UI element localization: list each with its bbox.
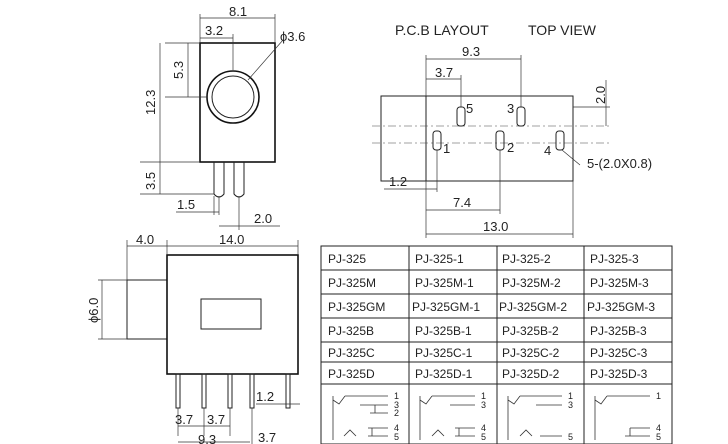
schematic-pin-label: 2 [394,408,399,418]
pcb-pin-label: 2 [507,140,514,155]
table-cell: PJ-325-2 [502,252,551,266]
pcb-slot-5 [456,106,466,127]
dim-body: 14.0 [219,232,244,247]
dim-pcb-pitch-right: 2.0 [593,86,608,104]
pcb-body-outline [425,95,574,182]
pcb-slot-2 [495,130,505,151]
table-cell: PJ-325D-3 [590,367,648,381]
schematic-pin-label: 3 [568,400,573,410]
dim-pin-pitch: 2.0 [254,211,272,226]
schematic-pin-label: 1 [481,391,486,401]
front-window [200,298,262,330]
schematic-3: 1 3 5 [507,391,573,442]
front-pin [175,373,181,409]
pcb-slot-1 [432,130,442,151]
side-hole-outer [206,70,260,124]
schematic-pin-label: 3 [481,400,486,410]
schematic-pin-label: 4 [394,423,399,433]
table-cell: PJ-325D-2 [502,367,560,381]
table-cell: PJ-325M-3 [590,276,649,290]
dim-pcb-total: 13.0 [483,219,508,234]
dim-hole-height: 5.3 [171,61,186,79]
dim-pcb-offset-top: 3.7 [435,65,453,80]
table-cell: PJ-325-3 [590,252,639,266]
schematic-pin-label: 5 [568,432,573,442]
dim-pcb-slot: 5-(2.0X0.8) [587,156,652,171]
table-cell: PJ-325B [328,324,374,338]
pcb-pin-label: 4 [544,143,551,158]
schematic-pin-label: 1 [394,391,399,401]
schematic-pin-label: 5 [656,432,661,442]
part-table: PJ-325 PJ-325-1 PJ-325-2 PJ-325-3 PJ-325… [320,245,673,444]
top-view-title: TOP VIEW [528,22,597,38]
dim-hole-dia: ϕ3.6 [280,29,305,44]
dim-pcb-left: 1.2 [389,174,407,189]
table-cell: PJ-325GM-2 [499,300,567,314]
pcb-layout-title: P.C.B LAYOUT [395,22,489,38]
table-cell: PJ-325C [328,346,375,360]
side-pin-2 [233,162,245,198]
side-view: 8.1 3.2 ϕ3.6 5.3 12.3 3.5 1.5 2.0 [140,4,305,230]
table-cell: PJ-325GM [328,300,385,314]
schematic-pin-label: 1 [568,391,573,401]
schematic-1: 1 3 2 4 5 [332,391,399,442]
front-pin [227,373,233,409]
table-cell: PJ-325D-1 [415,367,473,381]
dim-pin-length: 3.5 [143,172,158,190]
table-cell: PJ-325M-1 [415,276,474,290]
pcb-pin-label: 5 [466,101,473,116]
table-cell: PJ-325B-2 [502,324,559,338]
dim-width: 8.1 [229,4,247,19]
dim-front: 4.0 [136,232,154,247]
pcb-pin-label: 3 [507,101,514,116]
pcb-slot-3 [516,106,526,127]
table-cell: PJ-325B-1 [415,324,472,338]
schematic-pin-label: 4 [656,423,661,433]
dim-pcb-width-top: 9.3 [462,44,480,59]
schematic-pin-label: 5 [481,432,486,442]
front-barrel [126,279,168,340]
table-cell: PJ-325D [328,367,375,381]
table-cell: PJ-325C-3 [590,346,648,360]
front-body [166,254,299,375]
dim-span: 9.3 [198,432,216,444]
front-pin [285,373,291,409]
dim-right-gap: 3.7 [258,430,276,444]
side-body [199,42,276,163]
table-cell: PJ-325C-2 [502,346,560,360]
side-hole-inner [211,75,255,119]
table-cell: PJ-325B-3 [590,324,647,338]
schematic-2: 1 3 4 5 [419,391,486,442]
table-cell: PJ-325GM-3 [587,300,655,314]
schematic-4: 1 4 5 [594,391,661,442]
dim-pin-gap-a: 3.7 [175,412,193,427]
table-cell: PJ-325M-2 [502,276,561,290]
pcb-front-outline [380,95,427,182]
dim-dia: ϕ6.0 [86,298,101,323]
schematic-pin-label: 1 [656,391,661,401]
dim-offset: 3.2 [205,23,223,38]
schematic-pin-label: 5 [394,432,399,442]
schematic-pin-label: 3 [394,400,399,410]
front-pin [249,373,255,409]
dim-body-height: 12.3 [143,90,158,115]
dim-pcb-mid: 7.4 [453,195,471,210]
dim-right-small: 1.2 [256,389,274,404]
front-view: 4.0 14.0 ϕ6.0 3.7 3.7 9.3 3.7 1.2 [86,232,300,444]
table-cell: PJ-325 [328,252,366,266]
pcb-slot-4 [555,130,565,151]
table-cell: PJ-325C-1 [415,346,473,360]
dim-pin-offset: 1.5 [177,197,195,212]
pcb-pin-label: 1 [443,141,450,156]
pcb-layout: P.C.B LAYOUT TOP VIEW 5 3 1 2 4 9.3 3.7 … [372,22,652,238]
schematic-pin-label: 4 [481,423,486,433]
side-pin-1 [213,162,225,198]
table-cell: PJ-325M [328,276,376,290]
table-cell: PJ-325-1 [415,252,464,266]
front-pin [201,373,207,409]
dim-pin-gap-b: 3.7 [207,412,225,427]
table-cell: PJ-325GM-1 [412,300,480,314]
